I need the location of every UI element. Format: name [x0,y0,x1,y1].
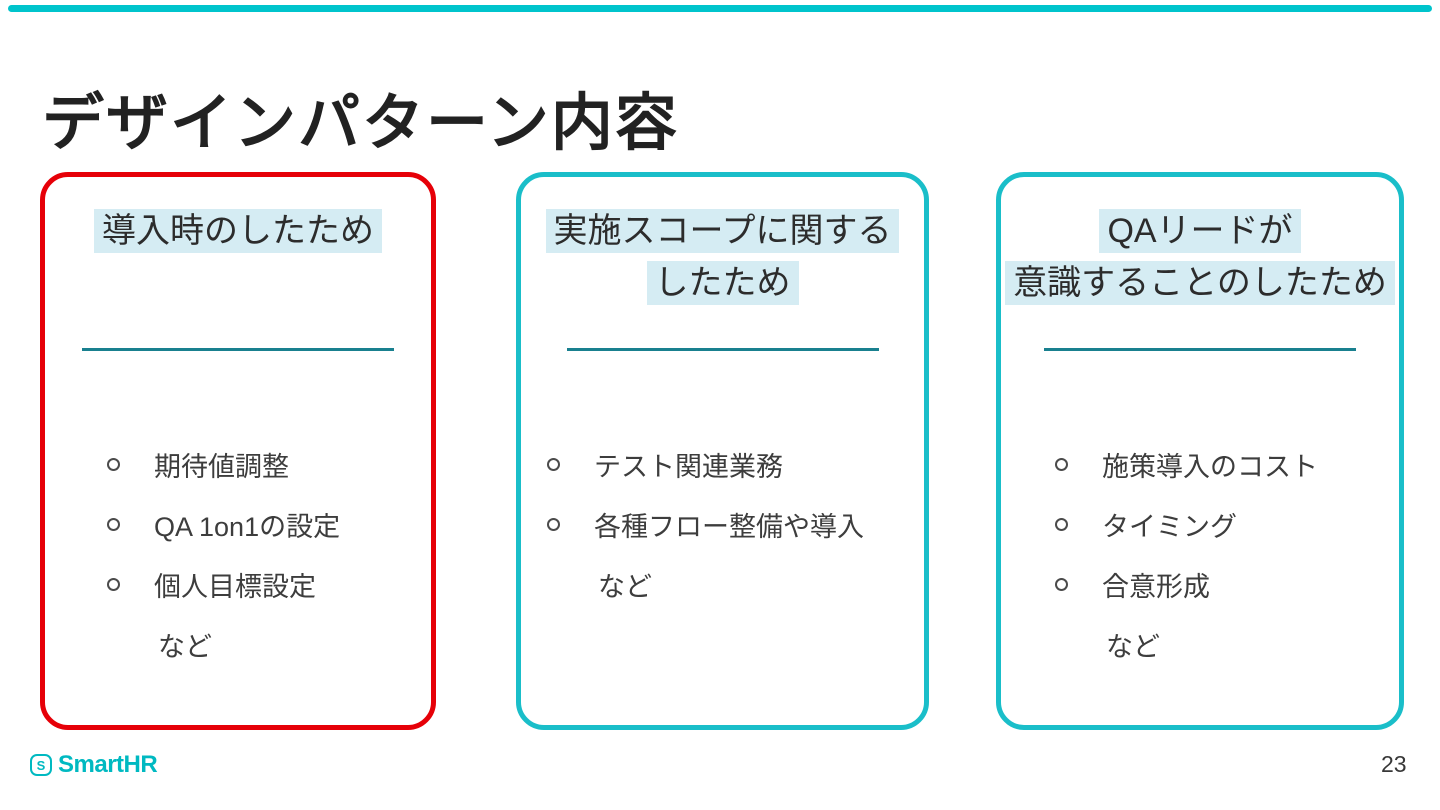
slide-title: デザインパターン内容 [42,89,679,158]
pattern-card-scope: 実施スコープに関する したため テスト関連業務 各種フロー整備や導入 など [516,172,929,730]
bullet-text: など [1106,632,1160,662]
title-underline [1044,348,1356,351]
bullet-text: テスト関連業務 [594,452,783,482]
bullet-list: 期待値調整 QA 1on1の設定 個人目標設定 など [45,450,431,690]
title-underline [82,348,394,351]
smarthr-logo-wordmark: SmartHR [58,751,158,778]
bullet-text: など [598,572,652,602]
circle-bullet-icon [107,578,120,591]
smarthr-logo-mark-icon: S [30,754,52,776]
bullet-text: タイミング [1102,512,1237,542]
bullet-text: QA 1on1の設定 [154,512,341,542]
more-label: など [547,570,924,630]
circle-bullet-icon [1055,518,1068,531]
bullet-item: 施策導入のコスト [1055,450,1399,510]
circle-bullet-icon [547,458,560,471]
bullet-text: 期待値調整 [154,452,289,482]
bullet-list: 施策導入のコスト タイミング 合意形成 など [1001,450,1399,690]
title-underline [566,348,879,351]
page-number: 23 [1381,751,1407,777]
bullet-item: 合意形成 [1055,570,1399,630]
card-title-line: したため [521,257,924,309]
smarthr-logo: S SmartHR [30,751,158,779]
bullet-text: 合意形成 [1102,572,1210,602]
title-highlight: 実施スコープに関する [545,209,900,253]
circle-bullet-icon [1055,578,1068,591]
card-title: QAリードが 意識することのしたため [1001,205,1399,309]
card-title: 実施スコープに関する したため [521,205,924,309]
title-highlight: したため [646,261,799,305]
bullet-item: タイミング [1055,510,1399,570]
circle-bullet-icon [107,458,120,471]
more-label: など [1055,630,1399,690]
bullet-item: 個人目標設定 [107,570,431,630]
card-title-line: 意識することのしたため [1001,257,1399,309]
card-title-line: 導入時のしたため [45,205,431,257]
bullet-item: 期待値調整 [107,450,431,510]
title-highlight: 導入時のしたため [94,209,382,253]
card-title-line: 実施スコープに関する [521,205,924,257]
circle-bullet-icon [547,518,560,531]
card-title: 導入時のしたため [45,205,431,257]
bullet-text: 個人目標設定 [154,572,316,602]
top-accent-bar [8,5,1432,12]
bullet-text: など [158,632,212,662]
bullet-text: 各種フロー整備や導入 [594,512,864,542]
circle-bullet-icon [107,518,120,531]
bullet-item: 各種フロー整備や導入 [547,510,924,570]
bullet-item: QA 1on1の設定 [107,510,431,570]
bullet-item: テスト関連業務 [547,450,924,510]
bullet-text: 施策導入のコスト [1102,452,1318,482]
bullet-list: テスト関連業務 各種フロー整備や導入 など [521,450,924,630]
title-highlight: 意識することのしたため [1005,261,1395,305]
more-label: など [107,630,431,690]
title-highlight: QAリードが [1099,209,1301,253]
circle-bullet-icon [1055,458,1068,471]
pattern-card-onboarding: 導入時のしたため 期待値調整 QA 1on1の設定 個人目標設定 など [40,172,436,730]
card-title-line: QAリードが [1001,205,1399,257]
pattern-card-qa-lead: QAリードが 意識することのしたため 施策導入のコスト タイミング 合意形成 な… [996,172,1404,730]
